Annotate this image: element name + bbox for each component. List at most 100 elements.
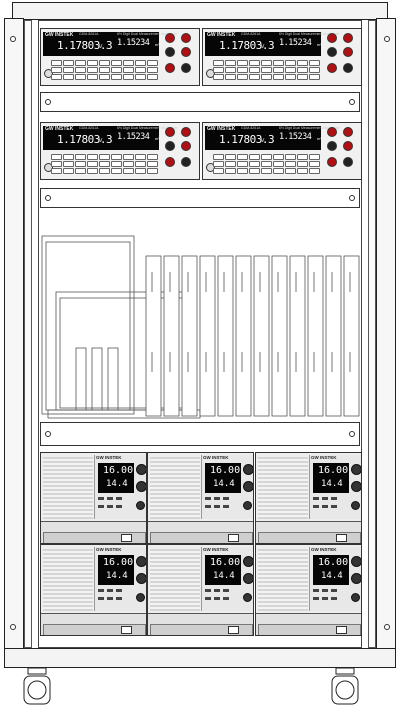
dmm-key[interactable] — [51, 161, 62, 167]
dmm-key[interactable] — [75, 154, 86, 160]
dmm-key[interactable] — [213, 168, 224, 174]
function-button[interactable] — [223, 597, 229, 600]
dmm-key[interactable] — [249, 168, 260, 174]
function-button[interactable] — [313, 505, 319, 508]
power-switch[interactable] — [228, 534, 239, 542]
input-terminal[interactable] — [181, 63, 191, 73]
dmm-key[interactable] — [309, 74, 320, 80]
function-button[interactable] — [205, 505, 211, 508]
function-button[interactable] — [107, 505, 113, 508]
output-terminal[interactable] — [351, 501, 360, 510]
current-knob[interactable] — [243, 573, 253, 584]
dmm-key[interactable] — [237, 67, 248, 73]
output-terminal[interactable] — [136, 501, 145, 510]
dmm-key[interactable] — [297, 154, 308, 160]
function-button[interactable] — [223, 589, 229, 592]
input-terminal[interactable] — [165, 47, 175, 57]
output-terminal[interactable] — [351, 593, 360, 602]
function-button[interactable] — [98, 589, 104, 592]
input-terminal[interactable] — [327, 63, 337, 73]
dmm-key[interactable] — [75, 74, 86, 80]
dmm-key[interactable] — [213, 60, 224, 66]
dmm-key[interactable] — [261, 67, 272, 73]
function-button[interactable] — [331, 505, 337, 508]
dmm-key[interactable] — [63, 67, 74, 73]
dmm-key[interactable] — [51, 168, 62, 174]
dmm-key[interactable] — [123, 161, 134, 167]
function-button[interactable] — [205, 589, 211, 592]
function-button[interactable] — [322, 589, 328, 592]
dmm-key[interactable] — [237, 154, 248, 160]
voltage-knob[interactable] — [136, 464, 146, 475]
dmm-key[interactable] — [249, 74, 260, 80]
function-button[interactable] — [214, 505, 220, 508]
function-button[interactable] — [313, 589, 319, 592]
dmm-key[interactable] — [285, 161, 296, 167]
input-terminal[interactable] — [327, 157, 337, 167]
dmm-key[interactable] — [249, 161, 260, 167]
power-button[interactable] — [206, 163, 215, 172]
dmm-key[interactable] — [135, 60, 146, 66]
function-button[interactable] — [116, 597, 122, 600]
dmm-key[interactable] — [285, 154, 296, 160]
dmm-key[interactable] — [75, 60, 86, 66]
function-button[interactable] — [223, 505, 229, 508]
input-terminal[interactable] — [327, 141, 337, 151]
dmm-key[interactable] — [87, 60, 98, 66]
input-terminal[interactable] — [343, 33, 353, 43]
dmm-key[interactable] — [273, 74, 284, 80]
input-terminal[interactable] — [165, 141, 175, 151]
power-button[interactable] — [206, 69, 215, 78]
dmm-key[interactable] — [111, 168, 122, 174]
dmm-key[interactable] — [51, 67, 62, 73]
dmm-key[interactable] — [111, 74, 122, 80]
dmm-key[interactable] — [309, 154, 320, 160]
dmm-key[interactable] — [213, 154, 224, 160]
current-knob[interactable] — [351, 573, 361, 584]
dmm-key[interactable] — [273, 60, 284, 66]
dmm-key[interactable] — [63, 161, 74, 167]
input-terminal[interactable] — [181, 141, 191, 151]
dmm-key[interactable] — [273, 161, 284, 167]
dmm-key[interactable] — [225, 168, 236, 174]
dmm-key[interactable] — [261, 74, 272, 80]
dmm-key[interactable] — [237, 74, 248, 80]
dmm-key[interactable] — [297, 74, 308, 80]
output-terminal[interactable] — [136, 593, 145, 602]
dmm-key[interactable] — [135, 67, 146, 73]
dmm-key[interactable] — [309, 60, 320, 66]
input-terminal[interactable] — [165, 33, 175, 43]
dmm-key[interactable] — [99, 67, 110, 73]
power-switch[interactable] — [228, 626, 239, 634]
function-button[interactable] — [107, 589, 113, 592]
power-button[interactable] — [44, 69, 53, 78]
voltage-knob[interactable] — [351, 556, 361, 567]
function-button[interactable] — [98, 597, 104, 600]
dmm-key[interactable] — [225, 74, 236, 80]
dmm-key[interactable] — [99, 60, 110, 66]
function-button[interactable] — [116, 589, 122, 592]
dmm-key[interactable] — [249, 60, 260, 66]
dmm-key[interactable] — [99, 161, 110, 167]
dmm-key[interactable] — [225, 161, 236, 167]
voltage-knob[interactable] — [243, 464, 253, 475]
dmm-key[interactable] — [63, 154, 74, 160]
power-switch[interactable] — [336, 626, 347, 634]
input-terminal[interactable] — [343, 47, 353, 57]
dmm-key[interactable] — [285, 67, 296, 73]
dmm-key[interactable] — [273, 67, 284, 73]
dmm-key[interactable] — [123, 67, 134, 73]
dmm-key[interactable] — [225, 67, 236, 73]
dmm-key[interactable] — [285, 74, 296, 80]
dmm-key[interactable] — [225, 60, 236, 66]
dmm-key[interactable] — [147, 60, 158, 66]
dmm-key[interactable] — [213, 161, 224, 167]
input-terminal[interactable] — [327, 47, 337, 57]
dmm-key[interactable] — [213, 74, 224, 80]
dmm-key[interactable] — [147, 67, 158, 73]
function-button[interactable] — [313, 497, 319, 500]
dmm-key[interactable] — [135, 161, 146, 167]
dmm-key[interactable] — [249, 67, 260, 73]
dmm-key[interactable] — [87, 74, 98, 80]
current-knob[interactable] — [243, 481, 253, 492]
